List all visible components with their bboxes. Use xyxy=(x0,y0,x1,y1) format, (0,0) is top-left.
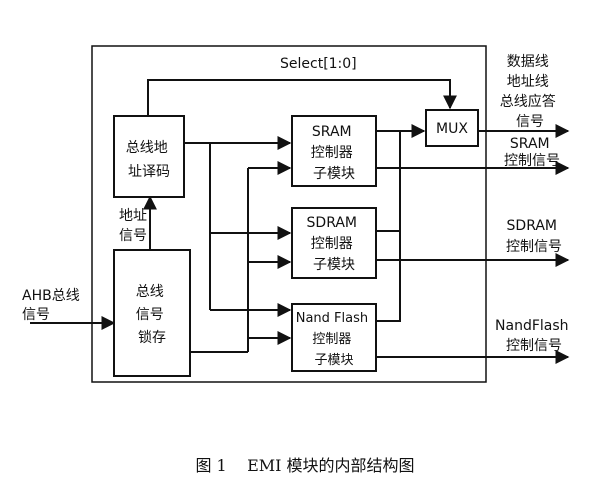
mux-block: MUX xyxy=(425,109,479,147)
ahb-input-label: AHB总线 信号 xyxy=(22,288,84,323)
svg-text:Nand Flash 控制器 子模块: Nand Flash 控制器 子模块 xyxy=(296,311,373,368)
mux-collect-wire xyxy=(376,131,401,322)
sram-controller-block: SRAM 控制器 子模块 xyxy=(291,115,377,187)
svg-text:总线 信号 锁存: 总线 信号 锁存 xyxy=(136,284,168,346)
sdram-output-label: SDRAM 控制信号 xyxy=(506,218,562,255)
svg-text:MUX: MUX xyxy=(436,121,468,137)
mux-output-label: 数据线 地址线 总线应答 信号 xyxy=(500,54,560,130)
addr-signal-label: 地址 信号 xyxy=(119,208,151,244)
select-wire xyxy=(147,79,457,116)
sram-output-label: SRAM 控制信号 xyxy=(504,136,560,169)
select-label: Select[1:0] xyxy=(280,56,357,72)
bus-decoder-block: 总线地 址译码 xyxy=(113,115,185,198)
nand-flash-controller-block: Nand Flash 控制器 子模块 xyxy=(291,303,377,372)
svg-text:SDRAM 控制器 子模块: SDRAM 控制器 子模块 xyxy=(307,215,362,273)
sdram-controller-block: SDRAM 控制器 子模块 xyxy=(291,207,377,279)
bus-latch-block: 总线 信号 锁存 xyxy=(113,249,191,377)
svg-text:总线地 址译码: 总线地 址译码 xyxy=(126,140,172,180)
svg-text:SRAM 控制器 子模块: SRAM 控制器 子模块 xyxy=(311,124,357,182)
figure-caption: 图 1 EMI 模块的内部结构图 xyxy=(195,456,414,475)
nand-output-label: NandFlash 控制信号 xyxy=(495,318,573,354)
emi-module-frame xyxy=(91,45,487,383)
